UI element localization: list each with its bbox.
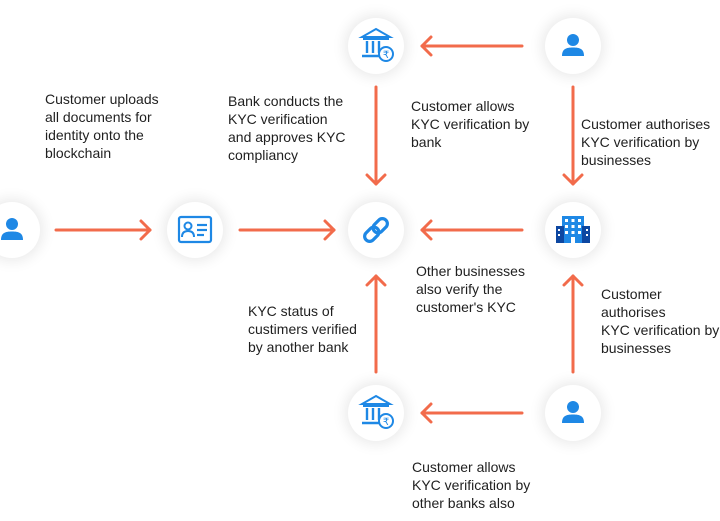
customer-node-bottom [545, 385, 601, 441]
id-card-icon [177, 215, 213, 244]
arrow-customer-to-businesses [562, 85, 584, 186]
blockchain-node [348, 202, 404, 258]
bank-rupee-icon: ₹ [358, 27, 394, 62]
arrow-bank-bottom-to-blockchain [365, 274, 387, 374]
label-customer-authorises-top: Customer authorises KYC verification by … [581, 116, 711, 168]
label-customer-authorises-bottom: Customer authorises KYC verification by … [601, 286, 720, 356]
label-kyc-status: KYC status of custimers verified by anot… [248, 303, 357, 355]
label-other-businesses: Other businesses also verify the custome… [416, 263, 525, 315]
label-customer-allows-bank: Customer allows KYC verification by bank [411, 98, 530, 150]
svg-text:₹: ₹ [383, 417, 389, 428]
svg-text:₹: ₹ [383, 50, 389, 61]
arrow-customer-to-idcard [54, 219, 152, 241]
label-bank-conducts: Bank conducts the KYC verification and a… [228, 93, 346, 163]
arrow-bank-to-blockchain [365, 85, 387, 186]
arrow-businesses-to-blockchain [420, 219, 524, 241]
person-icon [1, 218, 23, 240]
bank-node-top: ₹ [348, 18, 404, 74]
arrow-customer-bottom-to-bank-bottom [420, 402, 524, 424]
businesses-node [545, 202, 601, 258]
link-chain-icon [363, 217, 389, 243]
customer-node-top [545, 18, 601, 74]
bank-rupee-icon: ₹ [358, 394, 394, 429]
arrow-idcard-to-blockchain [238, 219, 336, 241]
person-icon [562, 34, 584, 56]
customer-node-left [0, 202, 40, 258]
label-customer-allows-other-banks: Customer allows KYC verification by othe… [412, 459, 531, 511]
arrow-customer-to-bank [420, 35, 524, 57]
label-customer-uploads: Customer uploads all documents for ident… [45, 91, 159, 161]
id-card-node [167, 202, 223, 258]
arrow-customer-bottom-to-businesses [562, 274, 584, 374]
office-building-icon [556, 216, 590, 243]
person-icon [562, 401, 584, 423]
bank-node-bottom: ₹ [348, 385, 404, 441]
